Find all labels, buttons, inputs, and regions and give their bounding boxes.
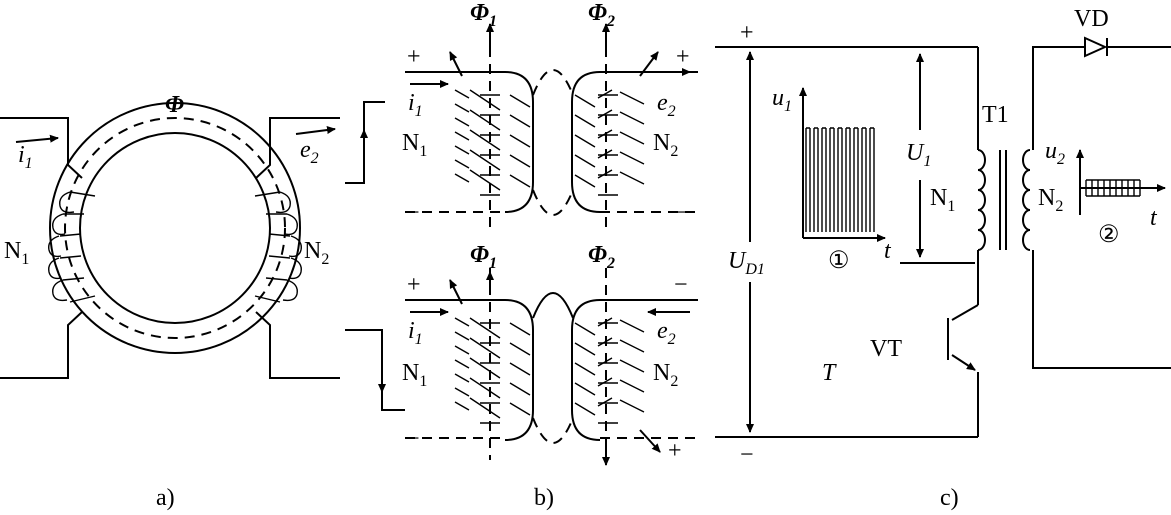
flux-label: Φ xyxy=(165,92,184,118)
secondary-leads xyxy=(255,117,340,379)
winding1-lower-label: N1 xyxy=(402,360,427,390)
emf-arrow xyxy=(295,126,336,135)
transformer-label: T1 xyxy=(982,102,1009,128)
winding2-upper-label: N2 xyxy=(653,130,678,160)
t-axis-2: t xyxy=(1150,205,1158,231)
primary-coil xyxy=(977,47,986,305)
winding1-upper-label: N1 xyxy=(402,130,427,160)
diode-vd xyxy=(1032,36,1171,369)
wave2-marker: ② xyxy=(1098,222,1120,248)
period-label: T xyxy=(822,360,837,386)
minus-upper-right: − xyxy=(676,200,690,226)
supply-label: UD1 xyxy=(728,248,765,278)
primary-voltage-label: U1 xyxy=(906,140,931,170)
primary-leads xyxy=(0,117,83,379)
winding-hatch-lower xyxy=(454,317,645,424)
winding1-label: N1 xyxy=(4,238,29,268)
caption-c: c) xyxy=(940,485,959,511)
plus-upper-right: + xyxy=(676,44,690,70)
emf-label: e2 xyxy=(300,137,319,167)
u1-label: u1 xyxy=(772,85,792,115)
flux2-lower-label: Φ2 xyxy=(588,242,615,272)
diode-label: VD xyxy=(1074,6,1109,32)
plus-supply: + xyxy=(740,20,754,46)
winding1-label: N1 xyxy=(930,185,955,215)
transistor-vt xyxy=(947,304,979,437)
secondary-coil xyxy=(1022,149,1031,251)
waveform-2 xyxy=(1076,149,1166,215)
plus-lower-right: + xyxy=(668,438,682,464)
minus-supply: − xyxy=(740,442,754,468)
secondary-winding xyxy=(254,191,302,303)
primary-winding xyxy=(48,191,96,303)
minus-lower-right: − xyxy=(674,272,688,298)
t-axis-1: t xyxy=(884,238,892,264)
wave1-marker: ① xyxy=(828,248,850,274)
coil-pair-lower xyxy=(345,268,698,466)
flux1-upper-label: Φ1 xyxy=(470,0,497,30)
emf-upper-label: e2 xyxy=(657,90,676,120)
winding2-lower-label: N2 xyxy=(653,360,678,390)
caption-a: a) xyxy=(156,485,175,511)
panel-c: VD T1 VT T UD1 U1 u1 u2 t t N1 N2 ① ② + … xyxy=(715,6,1171,511)
current-upper-label: i1 xyxy=(408,90,423,120)
winding2-label: N2 xyxy=(1038,185,1063,215)
plus-lower-left: + xyxy=(407,272,421,298)
toroid-core xyxy=(49,102,301,354)
winding2-label: N2 xyxy=(304,238,329,268)
minus-lower-left: − xyxy=(406,426,420,452)
panel-a: Φ i1 e2 N1 N2 a) xyxy=(0,92,340,511)
flux1-lower-label: Φ1 xyxy=(470,242,497,272)
winding-hatch-upper xyxy=(454,89,645,196)
current-lower-label: i1 xyxy=(408,318,423,348)
current-label: i1 xyxy=(18,142,33,172)
waveform-1 xyxy=(799,87,886,242)
transistor-label: VT xyxy=(870,336,902,362)
plus-upper-left: + xyxy=(407,44,421,70)
flux2-upper-label: Φ2 xyxy=(588,0,615,30)
current-arrow xyxy=(15,134,59,143)
panel-b: Φ1 Φ2 + + − − i1 e2 N1 N2 Φ1 Φ2 + − − + … xyxy=(345,0,698,511)
coil-pair-upper xyxy=(345,23,698,228)
minus-upper-left: − xyxy=(406,200,420,226)
caption-b: b) xyxy=(534,485,554,511)
emf-lower-label: e2 xyxy=(657,318,676,348)
u2-label: u2 xyxy=(1045,138,1065,168)
